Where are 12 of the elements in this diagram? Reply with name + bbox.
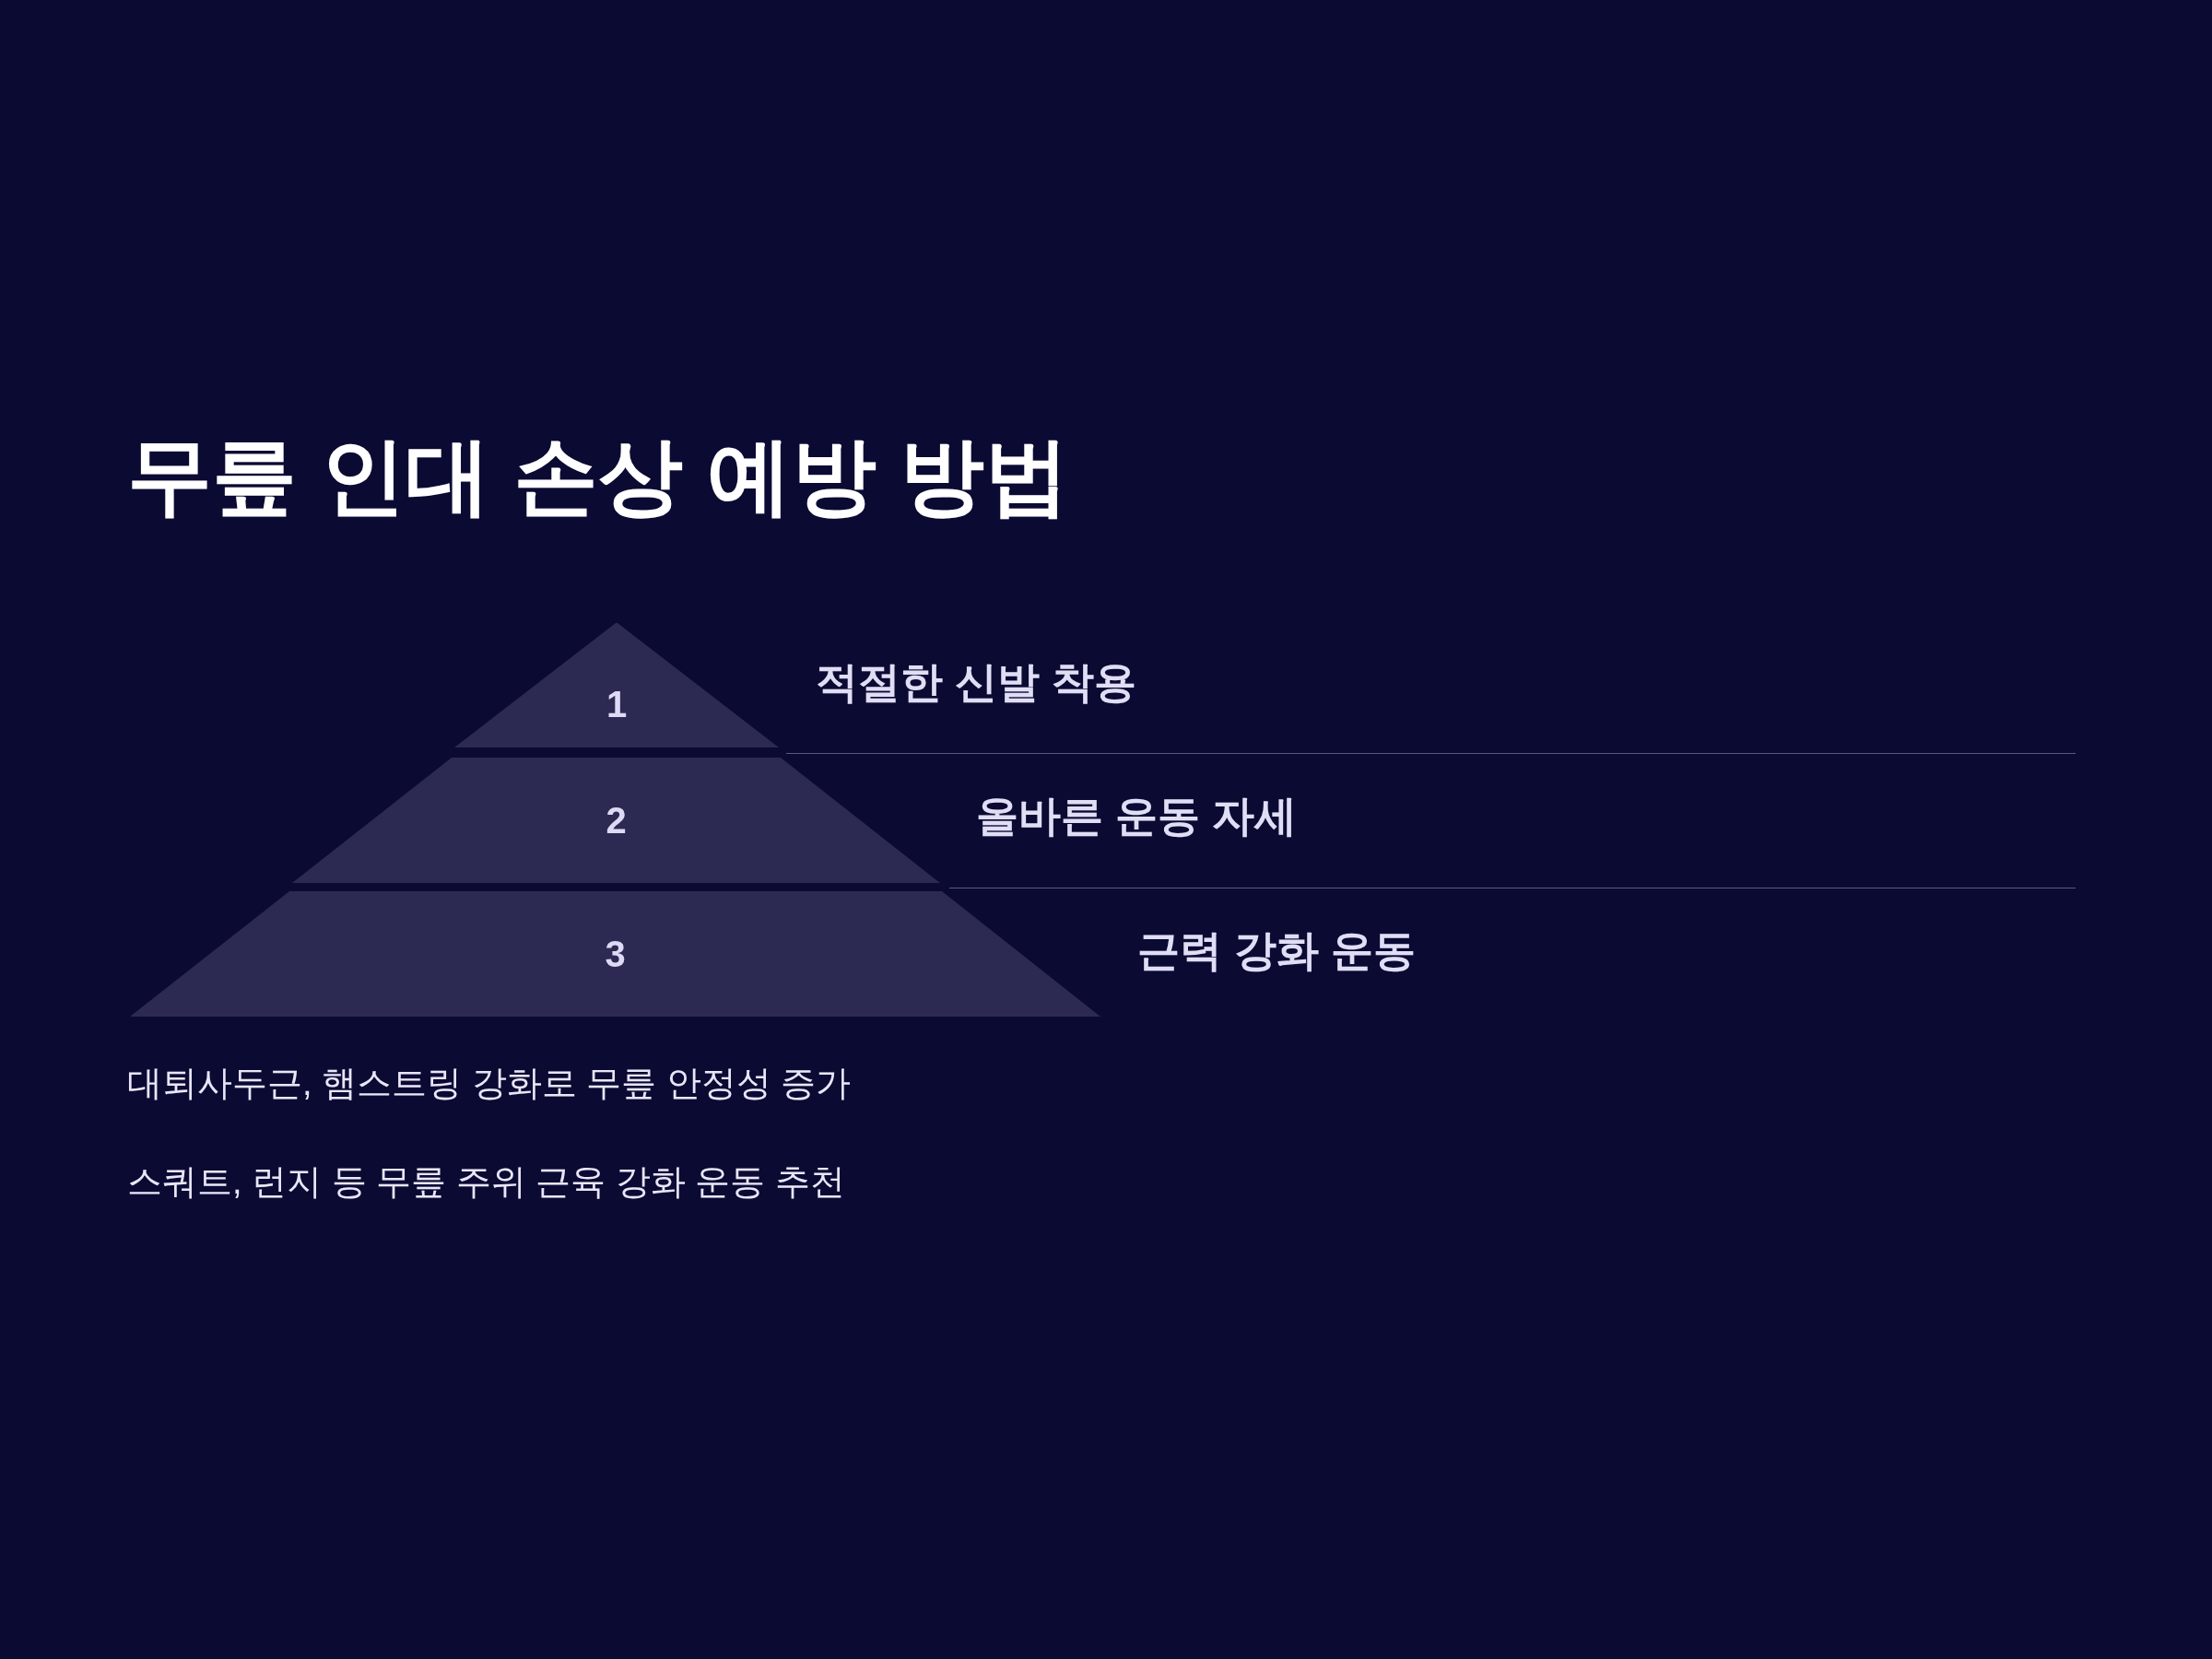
tier-number: 1 — [606, 685, 628, 723]
tier-label: 적절한 신발 착용 — [816, 657, 1136, 708]
title: 무릎 인대 손상 예방 방법 — [127, 433, 1070, 518]
pyramid-tier — [292, 758, 940, 883]
body-text: 스쿼트, 런지 등 무릎 주위 근육 강화 운동 추천 — [127, 1161, 846, 1203]
tier-number: 2 — [606, 802, 627, 839]
pyramid-tier — [454, 623, 779, 747]
tier-label: 근력 강화 운동 — [1137, 925, 1416, 976]
pyramid-tier — [130, 891, 1100, 1017]
body-text: 대퇴사두근, 햄스트링 강화로 무릎 안정성 증가 — [127, 1063, 852, 1104]
tier-label: 올바른 운동 자세 — [976, 791, 1297, 841]
tier-number: 3 — [605, 935, 626, 972]
